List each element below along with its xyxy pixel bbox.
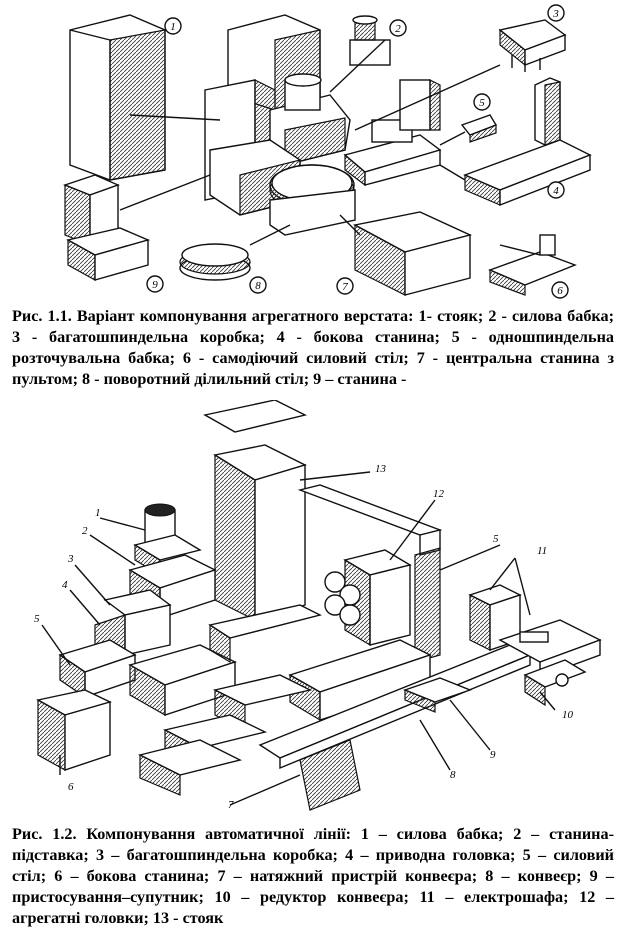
column-13-part bbox=[203, 400, 308, 621]
power-table-part bbox=[488, 234, 577, 296]
electrical-cabinet-part bbox=[468, 584, 602, 679]
gantry-part bbox=[297, 484, 443, 663]
figure-1-1-callouts: 1 2 3 4 5 6 7 8 9 bbox=[146, 4, 569, 299]
fixture-part bbox=[402, 677, 473, 713]
callout-label: 2 bbox=[82, 525, 88, 537]
callout-circle bbox=[473, 93, 491, 111]
side-assembly-part bbox=[343, 79, 442, 187]
boring-head-part bbox=[460, 114, 498, 143]
callout-label: 7 bbox=[228, 799, 234, 811]
callout-label: 2 bbox=[395, 23, 401, 35]
callout-label: 8 bbox=[255, 280, 261, 292]
callout-label: 1 bbox=[170, 21, 176, 33]
callout-label: 10 bbox=[562, 709, 574, 721]
callout-label: 4 bbox=[62, 579, 68, 591]
callout-label: 7 bbox=[342, 281, 348, 293]
figure-1-2-caption: Рис. 1.2. Компонування автоматичної ліні… bbox=[12, 825, 614, 927]
callout-label: 3 bbox=[67, 553, 74, 565]
column-part bbox=[69, 14, 166, 181]
callout-label: 3 bbox=[552, 8, 559, 20]
callout-label: 13 bbox=[375, 463, 387, 475]
callout-circle bbox=[547, 4, 565, 22]
callout-label: 6 bbox=[68, 781, 74, 793]
figure-1-1-leaders bbox=[119, 39, 541, 256]
central-column-assembly bbox=[204, 14, 351, 216]
callout-label: 4 bbox=[553, 185, 559, 197]
callout-circle bbox=[551, 281, 569, 299]
central-bed-part bbox=[352, 211, 473, 296]
callout-circle bbox=[336, 277, 354, 295]
power-head-part bbox=[349, 15, 391, 66]
figure-1-1-caption: Рис. 1.1. Варіант компонування агрегатно… bbox=[12, 307, 614, 388]
middle-beds-part bbox=[128, 604, 432, 796]
figure-1-1-drawing: 1 2 3 4 5 6 7 8 9 bbox=[0, 0, 628, 300]
figure-1-1-svg: 1 2 3 4 5 6 7 8 9 bbox=[62, 4, 592, 299]
side-bed-part bbox=[36, 689, 112, 772]
callout-label: 9 bbox=[490, 749, 496, 761]
figure-1-2-drawing: 1 2 3 4 5 5 6 7 8 9 10 11 12 13 bbox=[0, 400, 628, 820]
figure-1-2-callouts: 1 2 3 4 5 5 6 7 8 9 10 11 12 13 bbox=[34, 463, 574, 811]
callout-circle bbox=[164, 17, 182, 35]
callout-label: 5 bbox=[479, 97, 485, 109]
callout-circle bbox=[389, 19, 407, 37]
dividing-table-part bbox=[179, 243, 251, 281]
callout-label: 9 bbox=[152, 279, 158, 291]
power-table-left-part bbox=[58, 639, 137, 699]
callout-label: 5 bbox=[493, 533, 499, 545]
aggregate-heads-part bbox=[324, 549, 412, 647]
figure-1-2-leaders bbox=[41, 471, 556, 806]
bed-part bbox=[62, 174, 151, 282]
callout-label: 1 bbox=[95, 507, 101, 519]
figure-1-2-svg: 1 2 3 4 5 5 6 7 8 9 10 11 12 13 bbox=[34, 400, 602, 811]
callout-circle bbox=[249, 276, 267, 294]
multispindle-box-part bbox=[498, 19, 567, 72]
rotary-table-part bbox=[269, 164, 356, 236]
side-bed-part bbox=[463, 77, 592, 207]
callout-circle bbox=[146, 275, 164, 293]
callout-label: 11 bbox=[537, 545, 547, 557]
callout-circle bbox=[547, 181, 565, 199]
reducer-part bbox=[523, 659, 587, 707]
callout-label: 12 bbox=[433, 488, 445, 500]
callout-label: 5 bbox=[34, 613, 40, 625]
callout-label: 8 bbox=[450, 769, 456, 781]
power-head-1-part bbox=[128, 503, 217, 620]
callout-label: 6 bbox=[557, 285, 563, 297]
